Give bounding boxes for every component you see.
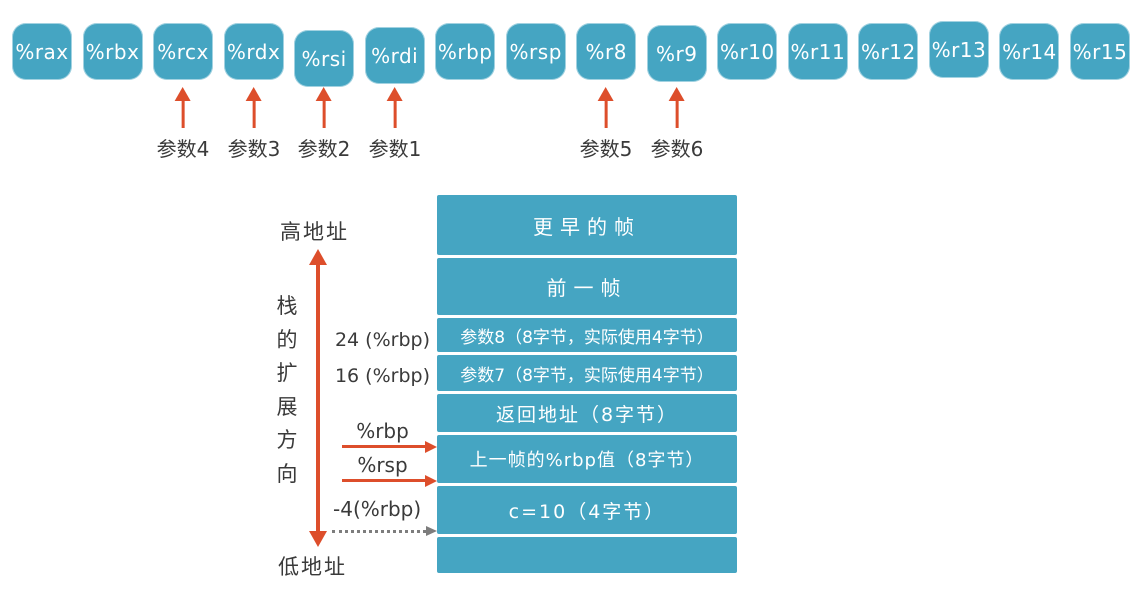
param-annotation: 参数1 — [368, 87, 422, 162]
arrow-shaft — [604, 101, 608, 128]
register-box: %r8 — [576, 23, 637, 80]
register-name: %rax — [15, 39, 69, 64]
stack-row-label: 参数8（8字节，实际使用4字节） — [460, 327, 714, 348]
arrow-right-icon — [425, 441, 437, 453]
register-box: %rsp — [505, 23, 566, 80]
param-label: 参数2 — [297, 137, 351, 161]
stack-row-label: 前一帧 — [546, 276, 628, 300]
register-name: %r13 — [931, 37, 987, 62]
register-box: %r10 — [717, 23, 778, 80]
stack-row: 上一帧的%rbp值（8字节） — [437, 435, 737, 483]
stack-row: 返回地址（8字节） — [437, 394, 737, 432]
arrow-shaft — [322, 101, 326, 128]
register-name: %r8 — [585, 39, 627, 64]
arrow-shaft — [181, 101, 185, 128]
register-name: %r14 — [1002, 39, 1057, 64]
register-name: %r12 — [861, 39, 916, 64]
param-label: 参数6 — [650, 137, 704, 161]
stack-row-label: c=10（4字节） — [508, 500, 666, 523]
stack-diagram: 更早的帧 前一帧 参数8（8字节，实际使用4字节） 参数7（8字节，实际使用4字… — [437, 195, 737, 573]
register-row: %rax %rbx %rcx %rdx %rsi %rdi %rbp — [12, 21, 1130, 87]
param-label: 参数3 — [227, 137, 281, 161]
offset-24-label: 24 (%rbp) — [334, 329, 430, 351]
arrow-line — [342, 479, 425, 482]
stack-row-label: 上一帧的%rbp值（8字节） — [469, 450, 705, 471]
stack-row-label: 返回地址（8字节） — [495, 403, 679, 426]
register-name: %rdi — [371, 43, 419, 68]
register-name: %r10 — [719, 39, 775, 64]
register-name: %rdx — [226, 39, 281, 64]
register-box: %rsi — [294, 30, 355, 87]
rbp-label: %rbp — [356, 419, 409, 443]
stack-row: c=10（4字节） — [437, 486, 737, 534]
arrow-up-icon — [597, 87, 614, 101]
arrow-shaft — [393, 101, 397, 128]
high-address-label: 高地址 — [280, 220, 349, 244]
param-annotation: 参数3 — [227, 87, 281, 162]
stack-row: 更早的帧 — [437, 195, 737, 255]
rbp-pointer: %rbp — [342, 419, 437, 453]
low-address-label: 低地址 — [278, 555, 347, 579]
arrow-shaft — [252, 101, 256, 128]
stack-row: 前一帧 — [437, 258, 737, 315]
register-box: %r14 — [999, 23, 1060, 80]
arrow-shaft — [675, 101, 679, 128]
param-annotation: 参数2 — [297, 87, 351, 162]
arrow-shaft — [316, 265, 320, 531]
stack-row: 参数7（8字节，实际使用4字节） — [437, 355, 737, 391]
stack-row: 参数8（8字节，实际使用4字节） — [437, 318, 737, 352]
register-box: %r12 — [858, 23, 919, 80]
param-annotation: 参数4 — [156, 87, 210, 162]
offset-16-label: 16 (%rbp) — [334, 365, 430, 387]
arrow-up-icon — [309, 249, 327, 265]
arrow-right-icon — [426, 526, 437, 536]
arrow-up-icon — [668, 87, 685, 101]
register-name: %rbx — [85, 39, 140, 64]
stack-row-label: 参数7（8字节，实际使用4字节） — [460, 365, 714, 386]
stack-row — [437, 537, 737, 573]
stack-row-label: 更早的帧 — [533, 214, 641, 239]
arrow-up-icon — [174, 87, 191, 101]
register-box: %rdi — [364, 27, 425, 84]
param-label: 参数1 — [368, 137, 422, 161]
param-label: 参数5 — [579, 137, 633, 161]
register-box: %r15 — [1069, 23, 1130, 80]
register-box: %rdx — [223, 23, 284, 80]
register-box: %r9 — [646, 25, 707, 82]
param-annotation: 参数6 — [650, 87, 704, 162]
arrow-line — [342, 445, 425, 448]
param-annotation: 参数5 — [579, 87, 633, 162]
register-name: %r9 — [656, 41, 698, 66]
rsp-label: %rsp — [357, 453, 408, 477]
rsp-pointer: %rsp — [342, 453, 437, 487]
register-box: %rbx — [82, 23, 143, 80]
arrow-up-icon — [386, 87, 403, 101]
register-name: %rsp — [509, 39, 562, 64]
register-box: %r11 — [787, 23, 848, 80]
register-box: %r13 — [928, 21, 989, 78]
register-name: %r15 — [1072, 39, 1128, 64]
arrow-up-icon — [315, 87, 332, 101]
stack-direction-arrow — [309, 249, 327, 547]
register-name: %rbp — [437, 39, 493, 64]
neg4-offset-label: -4(%rbp) — [333, 497, 422, 521]
register-name: %r11 — [790, 39, 846, 64]
register-name: %rcx — [157, 39, 209, 64]
dotted-line — [332, 529, 426, 533]
register-box: %rcx — [153, 23, 214, 80]
param-label: 参数4 — [156, 137, 210, 161]
arrow-up-icon — [245, 87, 262, 101]
register-box: %rax — [12, 23, 72, 80]
stack-direction-label: 栈的扩展方向 — [276, 294, 298, 486]
register-box: %rbp — [435, 23, 496, 80]
register-name: %rsi — [301, 46, 347, 71]
neg4-pointer-arrow — [332, 525, 437, 537]
arrow-down-icon — [309, 531, 327, 547]
arrow-right-icon — [425, 475, 437, 487]
